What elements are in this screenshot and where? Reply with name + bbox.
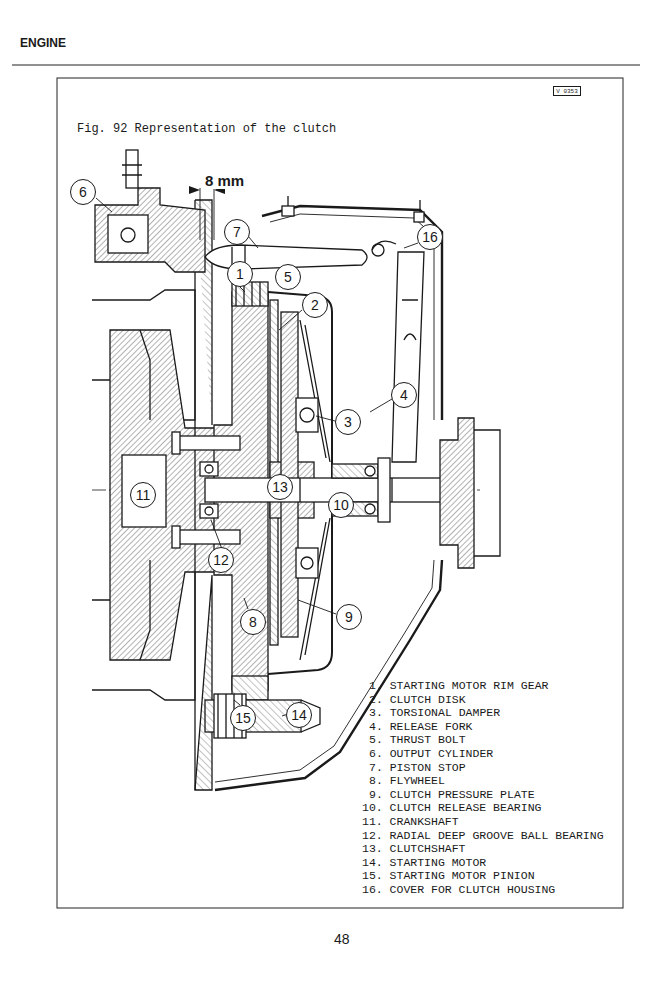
callout-number: 10	[328, 492, 354, 518]
part-name: 7. PISTON STOP	[369, 761, 466, 775]
part-name: 15. STARTING MOTOR PINION	[362, 869, 535, 883]
part-name: 8. FLYWHEEL	[369, 774, 445, 788]
callout-text: 10	[333, 497, 349, 513]
callout-text: 14	[291, 707, 307, 723]
callout-number: 16	[417, 224, 443, 250]
part-name: 13. CLUTCHSHAFT	[362, 842, 466, 856]
part-name: 2. CLUTCH DISK	[369, 693, 466, 707]
callout-number: 13	[267, 474, 293, 500]
callout-number: 4	[391, 382, 417, 408]
clutch-drawing	[92, 150, 500, 790]
callout-number: 8	[240, 609, 266, 635]
callout-number: 2	[302, 292, 328, 318]
callout-number: 15	[230, 705, 256, 731]
part-name: 5. THRUST BOLT	[369, 733, 466, 747]
callout-text: 9	[345, 609, 353, 625]
part-name: 14. STARTING MOTOR	[362, 856, 486, 870]
part-name: 10. CLUTCH RELEASE BEARING	[362, 801, 541, 815]
callout-text: 4	[400, 387, 408, 403]
section-header: ENGINE	[20, 36, 66, 50]
callout-number: 12	[208, 547, 234, 573]
callout-text: 16	[422, 229, 438, 245]
figure-title: Fig. 92 Representation of the clutch	[77, 122, 336, 136]
callout-text: 11	[136, 487, 151, 503]
part-name: 4. RELEASE FORK	[369, 720, 473, 734]
page-number: 48	[334, 931, 350, 947]
callout-text: 2	[311, 297, 319, 313]
callout-text: 3	[344, 414, 352, 430]
callout-text: 5	[284, 269, 292, 285]
callout-text: 13	[272, 479, 288, 495]
callout-number: 11	[130, 482, 156, 508]
callout-text: 12	[213, 552, 229, 568]
reference-code: V 0353	[553, 86, 581, 96]
callout-number: 5	[275, 264, 301, 290]
part-name: 11. CRANKSHAFT	[362, 815, 459, 829]
callout-text: 7	[233, 224, 241, 240]
reference-text: V 0353	[556, 88, 578, 95]
part-name: 6. OUTPUT CYLINDER	[369, 747, 493, 761]
header-rule	[12, 64, 640, 65]
callout-text: 6	[79, 184, 87, 200]
callout-text: 1	[236, 266, 244, 282]
callout-number: 3	[335, 409, 361, 435]
callout-number: 7	[224, 219, 250, 245]
part-name: 9. CLUTCH PRESSURE PLATE	[369, 788, 535, 802]
callout-number: 1	[227, 261, 253, 287]
callout-text: 8	[249, 614, 257, 630]
figure-frame	[57, 78, 623, 908]
callout-number: 6	[70, 179, 96, 205]
dimension-label: 8 mm	[203, 172, 246, 189]
part-name: 12. RADIAL DEEP GROOVE BALL BEARING	[362, 829, 604, 843]
part-name: 1. STARTING MOTOR RIM GEAR	[369, 679, 548, 693]
callout-number: 9	[336, 604, 362, 630]
callout-number: 14	[286, 702, 312, 728]
part-name: 3. TORSIONAL DAMPER	[369, 706, 500, 720]
part-name: 16. COVER FOR CLUTCH HOUSING	[362, 883, 555, 897]
callout-text: 15	[235, 710, 251, 726]
